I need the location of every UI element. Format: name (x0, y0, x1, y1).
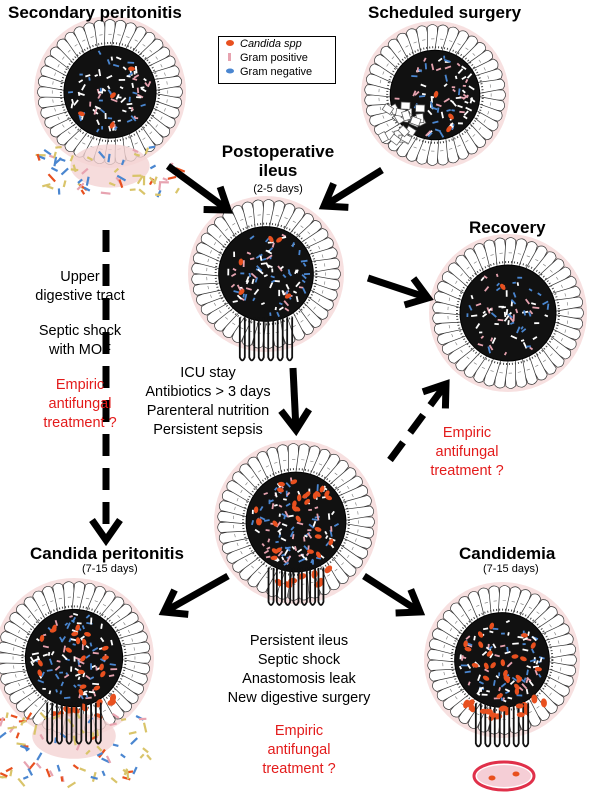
left-treatment-line3: treatment ? (18, 414, 142, 433)
right-treatment-line1: Empiric (412, 424, 522, 443)
left-text-line1: Upper (18, 268, 142, 287)
center-text-line1: ICU stay (128, 364, 288, 383)
legend-gram-positive-label: Gram positive (240, 52, 308, 64)
title-candida-peritonitis: Candida peritonitis (30, 544, 184, 564)
legend-candida-label: Candida spp (240, 38, 302, 50)
left-risk-factors: Upper digestive tract Septic shock with … (18, 268, 142, 433)
bottom-text-line3: Anastomosis leak (214, 670, 384, 689)
section-colonized (214, 440, 378, 605)
section-recovery (429, 234, 587, 392)
candida-peritonitis-days: (7-15 days) (82, 563, 138, 575)
legend-gram-negative: Gram negative (219, 65, 335, 79)
section-secondary-peritonitis (34, 16, 186, 198)
left-treatment-line1: Empiric (18, 376, 142, 395)
center-text-line3: Parenteral nutrition (128, 402, 288, 421)
center-text-line4: Persistent sepsis (128, 421, 288, 440)
bottom-treatment-line2: antifungal (214, 741, 384, 760)
gram-positive-swatch (225, 52, 235, 64)
postop-days: (2-5 days) (238, 183, 318, 195)
candidemia-days: (7-15 days) (483, 563, 539, 575)
section-candida-peritonitis (0, 578, 154, 788)
title-postop-line1: Postoperative (218, 142, 338, 161)
bottom-treatment-line1: Empiric (214, 722, 384, 741)
legend-gram-positive: Gram positive (219, 51, 335, 65)
title-secondary-peritonitis: Secondary peritonitis (8, 3, 182, 23)
arrow-colonized-to-candida (164, 576, 228, 614)
bottom-text-line2: Septic shock (214, 651, 384, 670)
title-candidemia: Candidemia (459, 544, 555, 564)
left-text-line2: digestive tract (18, 287, 142, 306)
legend-candida: Candida spp (219, 37, 335, 51)
candida-swatch (225, 38, 235, 50)
bottom-text-line1: Persistent ileus (214, 632, 384, 651)
center-text-line2: Antibiotics > 3 days (128, 383, 288, 402)
gram-negative-swatch (225, 66, 235, 78)
title-recovery: Recovery (469, 218, 546, 238)
title-postop-line2: ileus (218, 161, 338, 180)
bottom-treatment-line3: treatment ? (214, 760, 384, 779)
arrow-colonized-to-candidemia (364, 576, 420, 613)
left-treatment-line2: antifungal (18, 395, 142, 414)
center-risk-factors: ICU stay Antibiotics > 3 days Parenteral… (128, 364, 288, 440)
section-candidemia (424, 582, 580, 790)
left-text-line4: with MOF (18, 341, 142, 360)
right-treatment-line2: antifungal (412, 443, 522, 462)
left-text-line3: Septic shock (18, 322, 142, 341)
legend: Candida spp Gram positive Gram negative (218, 36, 336, 84)
arrow-postop-to-recovery (368, 278, 428, 305)
bottom-text-line4: New digestive surgery (214, 689, 384, 708)
bottom-risk-factors: Persistent ileus Septic shock Anastomosi… (214, 632, 384, 779)
right-treatment-question: Empiric antifungal treatment ? (412, 424, 522, 481)
title-scheduled-surgery: Scheduled surgery (368, 3, 521, 23)
right-treatment-line3: treatment ? (412, 462, 522, 481)
section-scheduled-surgery (361, 21, 509, 169)
legend-gram-negative-label: Gram negative (240, 66, 312, 78)
section-postoperative-ileus (188, 196, 344, 360)
title-postoperative-ileus: Postoperative ileus (218, 142, 338, 180)
